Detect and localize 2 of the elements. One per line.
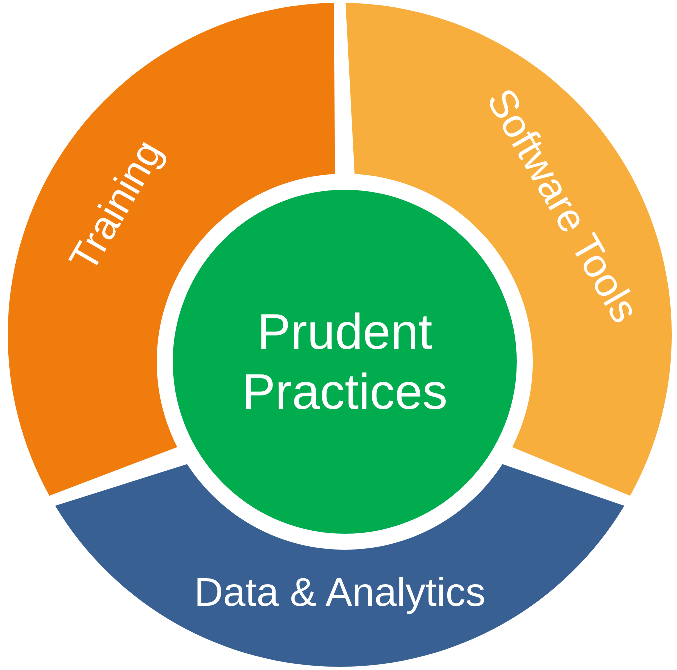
center-label: Prudent Practices xyxy=(241,303,449,422)
segment-label: Data & Analytics xyxy=(194,573,486,613)
